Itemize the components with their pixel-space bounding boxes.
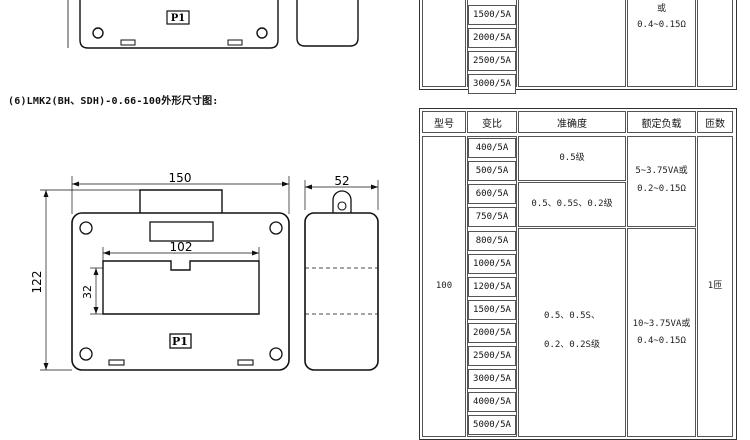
ratio-cell: 600/5A — [468, 184, 516, 204]
ratio-cell: 5000/5A — [468, 415, 516, 435]
col-turns — [697, 136, 733, 437]
front-view — [40, 176, 290, 371]
dim-depth-label: 52 — [334, 174, 349, 188]
ratio-cell: 2500/5A — [468, 346, 516, 366]
top-front-view — [67, 0, 279, 49]
top-ratio-cell: 1500/5A — [468, 5, 516, 25]
top-burden-line2: 0.4~0.15Ω — [637, 20, 686, 30]
burden-block — [627, 136, 696, 227]
accuracy-block — [518, 182, 626, 227]
dim-width-label: 150 — [169, 171, 192, 185]
top-nameplate-box — [166, 10, 190, 25]
ratio-cell: 1200/5A — [468, 277, 516, 297]
accuracy-group3-line1: 0.5、0.5S、 — [544, 311, 600, 321]
ratio-cell: 800/5A — [468, 231, 516, 251]
top-col-model — [422, 0, 466, 87]
top-ratio-cell: 3000/5A — [468, 74, 516, 94]
accuracy-group2: 0.5、0.5S、0.2级 — [531, 199, 613, 209]
dim-height-label: 122 — [30, 271, 44, 294]
burden-group1-line1: 5~3.75VA或 — [635, 166, 688, 176]
dim-window-width-label: 102 — [170, 240, 193, 254]
section-caption: (6)LMK2(BH、SDH)-0.66-100外形尺寸图: — [8, 96, 219, 107]
accuracy-block — [518, 136, 626, 181]
burden-group3-line1: 10~3.75VA或 — [632, 319, 691, 329]
ratio-cell: 400/5A — [468, 138, 516, 158]
top-col-burden — [627, 0, 696, 87]
ratio-cell: 500/5A — [468, 161, 516, 181]
ratio-cell: 1500/5A — [468, 300, 516, 320]
top-ratio-cell: 2500/5A — [468, 51, 516, 71]
accuracy-group3-line2: 0.2、0.2S级 — [544, 340, 600, 350]
ratio-cell: 1000/5A — [468, 254, 516, 274]
col-model — [422, 136, 466, 437]
side-view — [304, 180, 379, 371]
nameplate-text: P1 — [172, 335, 188, 348]
ratio-cell: 3000/5A — [468, 369, 516, 389]
top-nameplate-text: P1 — [171, 13, 185, 24]
top-col-accuracy — [518, 0, 626, 87]
dim-window-height-label: 32 — [81, 285, 94, 299]
burden-group3-line2: 0.4~0.15Ω — [637, 336, 686, 346]
top-side-view — [296, 0, 359, 47]
ratio-cell: 2000/5A — [468, 323, 516, 343]
turns-value: 1匝 — [707, 281, 723, 291]
top-burden-line1: 或 — [656, 4, 666, 14]
burden-group1-line2: 0.2~0.15Ω — [637, 184, 686, 194]
ratio-cell: 750/5A — [468, 207, 516, 227]
header-turns: 匝数 — [697, 111, 733, 133]
top-ratio-cell: 2000/5A — [468, 28, 516, 48]
top-col-turns — [697, 0, 733, 87]
ratio-cell: 4000/5A — [468, 392, 516, 412]
header-model: 型号 — [422, 111, 466, 133]
spec-table: 型号 变比 准确度 额定负载 匝数 100 400/5A 500/5A 600/… — [419, 108, 737, 440]
accuracy-block — [518, 228, 626, 437]
header-burden: 额定负载 — [627, 111, 696, 133]
top-spec-table: 1500/5A 2000/5A 2500/5A 3000/5A 或 0.4~0.… — [419, 0, 737, 94]
burden-block — [627, 228, 696, 437]
nameplate-box — [169, 333, 192, 349]
header-ratio: 变比 — [467, 111, 517, 133]
header-accuracy: 准确度 — [518, 111, 626, 133]
accuracy-group1: 0.5级 — [559, 153, 585, 163]
model-value: 100 — [435, 281, 453, 291]
